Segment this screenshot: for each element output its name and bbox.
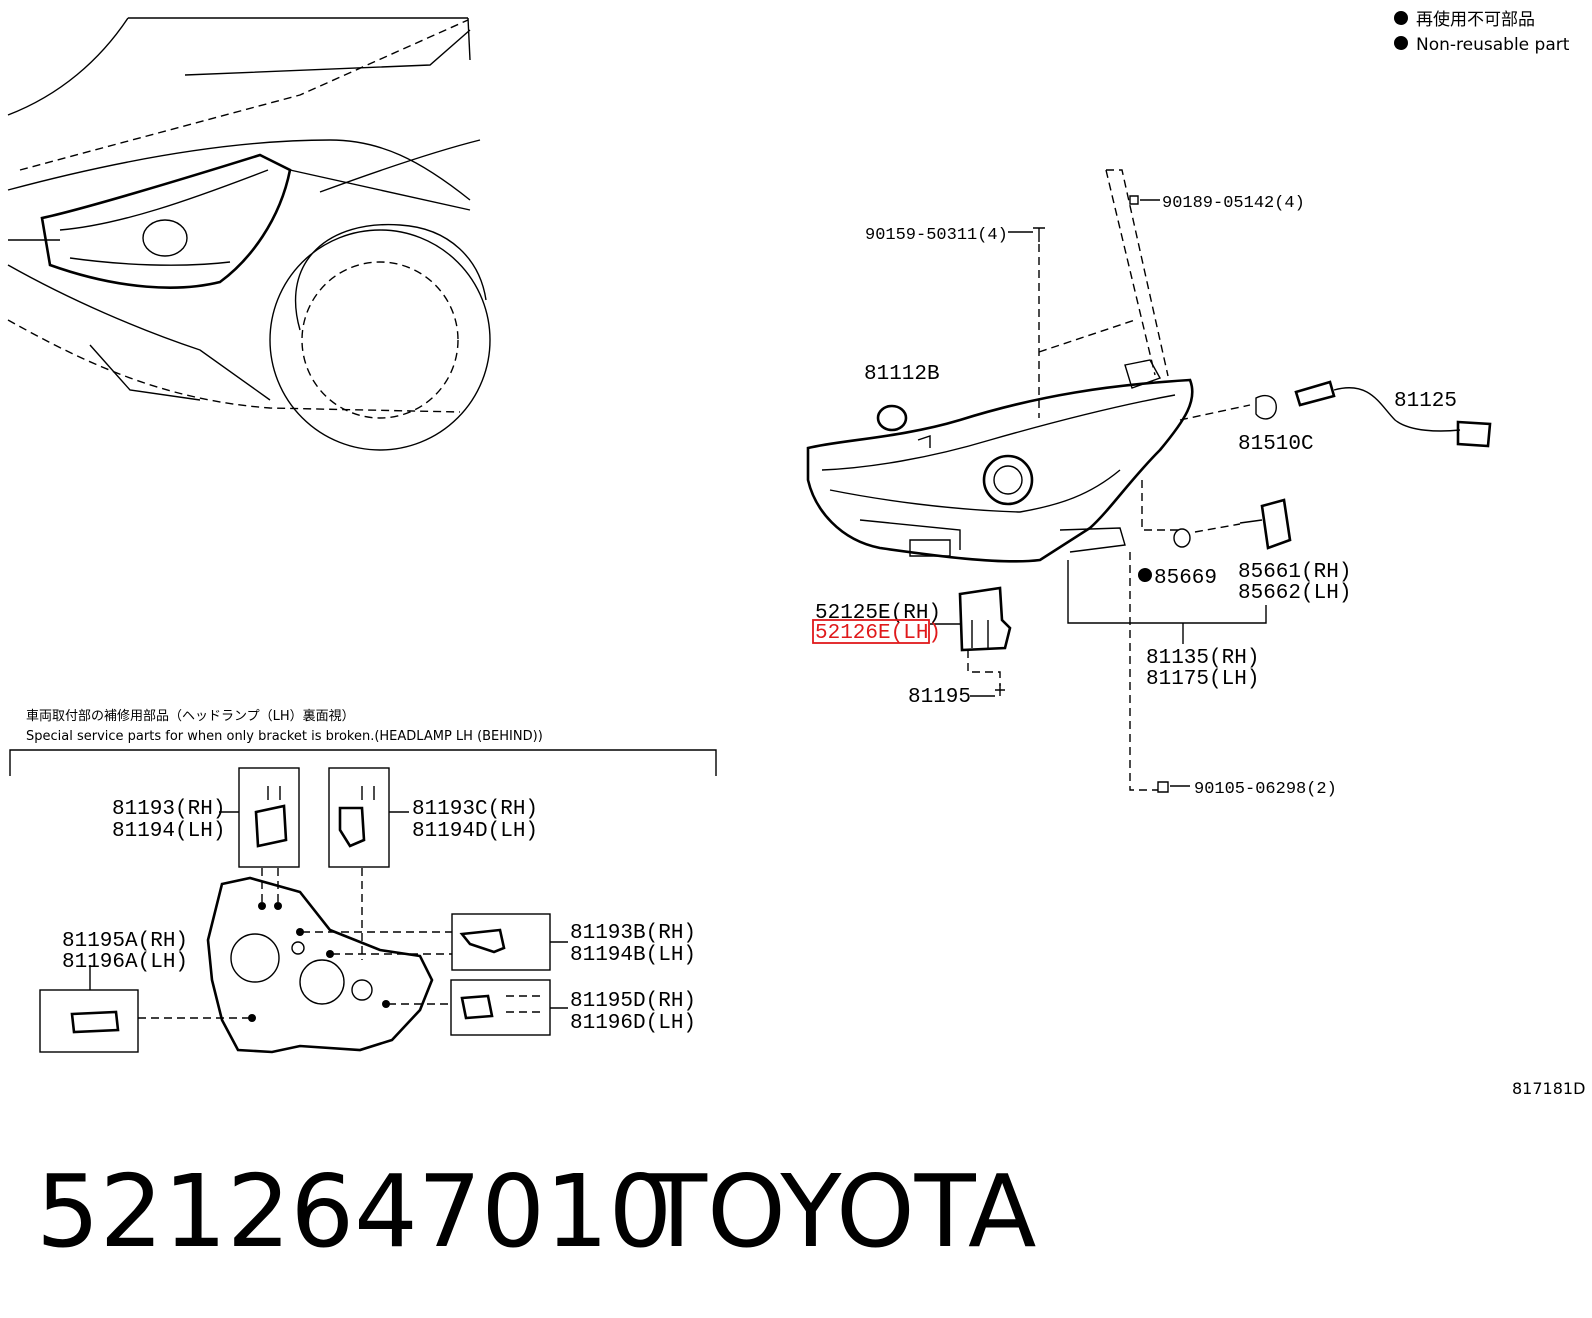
part-labels: 90189-05142(4) 90159-50311(4) 81112B 811…: [812, 194, 1457, 799]
box-81193b: [451, 913, 551, 971]
actuator-85661-icon: [1260, 498, 1292, 550]
bracket-illustration: [459, 928, 506, 954]
label-81195d-rh: 81195D(RH): [570, 990, 696, 1013]
label-85662-lh: 85662(LH): [1238, 582, 1351, 605]
cap-81112b-icon: [876, 404, 908, 432]
box-81195d: [450, 979, 551, 1036]
bracket-illustration: [338, 806, 366, 848]
label-85661-rh: 85661(RH): [1238, 561, 1351, 584]
non-reusable-dot-icon: [1394, 36, 1408, 50]
label-90189-05142: 90189-05142(4): [1162, 194, 1305, 213]
socket-81125-icon: [1294, 380, 1336, 407]
label-81195a-rh: 81195A(RH): [62, 930, 188, 953]
legend-jp: 再使用不可部品: [1416, 9, 1535, 30]
label-52126e-lh: 52126E(LH): [815, 622, 941, 645]
headlamp-assembly-illustration: [806, 169, 1492, 793]
label-81175-lh: 81175(LH): [1146, 668, 1259, 691]
label-81193-rh: 81193(RH): [112, 798, 225, 821]
label-81195: 81195: [908, 686, 971, 709]
label-81194d-lh: 81194D(LH): [412, 820, 538, 843]
label-81196d-lh: 81196D(LH): [570, 1012, 696, 1035]
legend: 再使用不可部品 Non-reusable part: [1394, 9, 1570, 55]
footer-part-number: 5212647010: [36, 1153, 672, 1270]
bolt-icon: [1033, 227, 1045, 242]
non-reusable-dot-icon: [1138, 568, 1152, 582]
headlamp-back-plate: [206, 876, 434, 1054]
nut-icon: [1129, 195, 1139, 205]
label-81125: 81125: [1394, 390, 1457, 413]
highlight-box: [812, 619, 930, 644]
box-81195a: [39, 989, 139, 1053]
bracket-52126e-icon: [958, 586, 1012, 652]
label-90159-50311: 90159-50311(4): [865, 226, 1008, 245]
label-90105-06298: 90105-06298(2): [1194, 780, 1337, 799]
legend-en: Non-reusable part: [1416, 35, 1570, 55]
label-81194-lh: 81194(LH): [112, 820, 225, 843]
footer-brand: TOYOTA: [645, 1153, 1036, 1270]
service-note-jp: 車両取付部の補修用部品（ヘッドランプ（LH）裏面視）: [26, 709, 355, 724]
box-81193c: [328, 767, 390, 868]
nut-icon: [1157, 781, 1169, 793]
service-note-en: Special service parts for when only brac…: [26, 729, 543, 744]
service-parts-section: 車両取付部の補修用部品（ヘッドランプ（LH）裏面視） Special servi…: [9, 709, 717, 1054]
bracket-illustration: [254, 804, 288, 848]
label-81510c: 81510C: [1238, 433, 1314, 456]
vehicle-front-illustration: [7, 17, 491, 451]
bulb-81510c-icon: [1255, 394, 1277, 420]
bracket-illustration: [460, 994, 494, 1020]
o-ring-85669-icon: [1173, 528, 1191, 548]
non-reusable-dot-icon: [1394, 11, 1408, 25]
label-81193b-rh: 81193B(RH): [570, 922, 696, 945]
diagram-code: 817181D: [1512, 1079, 1585, 1098]
bracket-illustration: [70, 1010, 120, 1034]
label-81112b: 81112B: [864, 363, 940, 386]
label-81193c-rh: 81193C(RH): [412, 798, 538, 821]
label-81135-rh: 81135(RH): [1146, 647, 1259, 670]
label-81196a-lh: 81196A(LH): [62, 951, 188, 974]
box-81193: [238, 767, 300, 868]
label-85669: 85669: [1154, 567, 1217, 590]
label-81194b-lh: 81194B(LH): [570, 944, 696, 967]
